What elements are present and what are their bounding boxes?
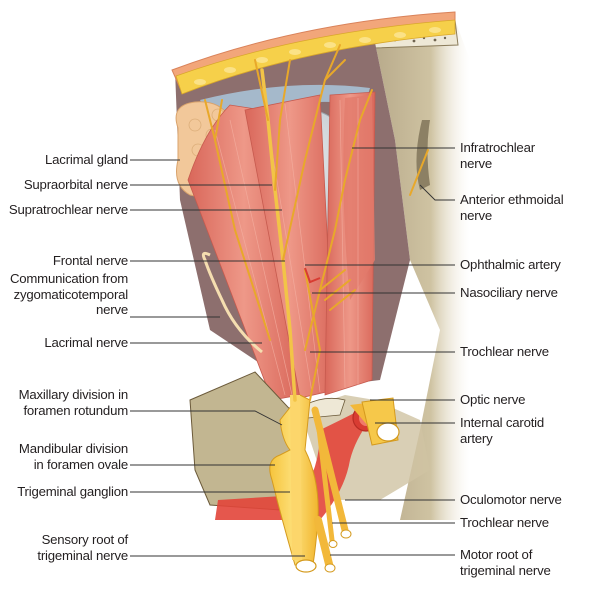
- label-mandibular-division: Mandibular division in foramen ovale: [18, 441, 128, 472]
- label-supratrochlear-nerve: Supratrochlear nerve: [8, 202, 128, 217]
- label-oculomotor-nerve: Oculomotor nerve: [460, 492, 562, 507]
- leader-lines: [130, 147, 455, 557]
- label-trochlear-nerve-cranial: Trochlear nerve: [460, 515, 549, 530]
- extraocular-muscles: [187, 91, 376, 401]
- label-anterior-ethmoidal-nerve: Anterior ethmoidal nerve: [460, 192, 564, 223]
- label-maxillary-division: Maxillary division in foramen rotundum: [18, 387, 129, 418]
- label-trigeminal-ganglion: Trigeminal ganglion: [17, 484, 128, 499]
- label-optic-nerve: Optic nerve: [460, 392, 526, 407]
- label-sensory-root: Sensory root of trigeminal nerve: [37, 532, 128, 563]
- ophthalmic-artery-branch: [304, 267, 321, 284]
- label-motor-root: Motor root of trigeminal nerve: [460, 547, 551, 578]
- trigeminal-ganglion: [269, 394, 336, 573]
- label-ophthalmic-artery: Ophthalmic artery: [460, 257, 561, 272]
- label-infratrochlear-nerve: Infratrochlear nerve: [460, 140, 535, 171]
- label-internal-carotid-artery: Internal carotid artery: [460, 415, 545, 446]
- zygomaticotemporal-communication-loop: [201, 251, 263, 354]
- label-zygomaticotemporal-communication: Communication from zygomaticotemporal ne…: [9, 271, 128, 317]
- label-lacrimal-nerve: Lacrimal nerve: [44, 335, 128, 350]
- label-supraorbital-nerve: Supraorbital nerve: [23, 177, 128, 192]
- label-nasociliary-nerve: Nasociliary nerve: [460, 285, 558, 300]
- label-trochlear-nerve-orbit: Trochlear nerve: [460, 344, 549, 359]
- cranial-nerve-trunks: [311, 406, 352, 548]
- label-lacrimal-gland: Lacrimal gland: [45, 152, 128, 167]
- label-frontal-nerve: Frontal nerve: [52, 253, 128, 268]
